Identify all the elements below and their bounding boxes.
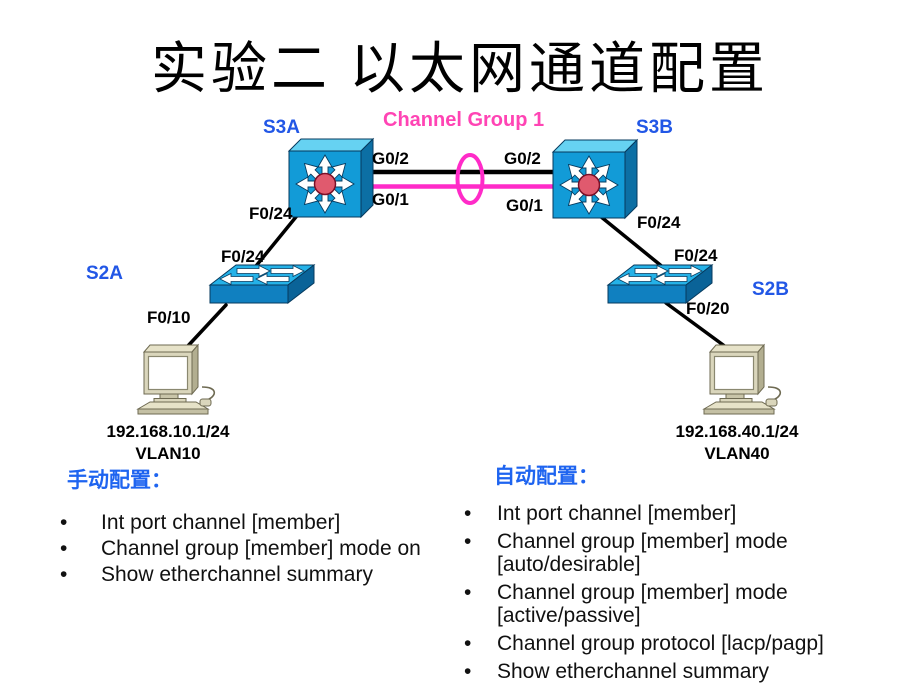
list-item: Channel group [member] mode [active/pass… [464,581,867,627]
list-item: Show etherchannel summary [464,660,867,683]
port-label-s2a-f010: F0/10 [147,308,191,327]
host-ip-left: 192.168.10.1/24 [106,422,230,441]
port-label-s3b-g01: G0/1 [506,196,543,215]
list-item: Int port channel [member] [464,502,867,525]
etherchannel-ellipse [455,153,485,205]
port-label-s3a-g01: G0/1 [372,190,409,209]
bullet-dot [464,660,497,683]
pc-icon-right [700,342,782,422]
bullet-dot [464,530,497,576]
port-label-s2b-f020: F0/20 [686,299,730,318]
port-label-s3a-g02: G0/2 [372,149,409,168]
bullet-dot [464,502,497,525]
host-vlan-right: VLAN40 [704,444,770,463]
slide-title: 实验二 以太网通道配置 [151,39,769,101]
mouse [199,398,212,407]
manual-config-header: 手动配置： [67,469,172,492]
bullet-dot [464,581,497,627]
bullet-dot [60,563,101,586]
host-ip-right: 192.168.40.1/24 [675,422,799,441]
node-label-s3b: S3B [636,117,673,138]
mouse-cable [201,386,216,401]
port-label-s3a-f024: F0/24 [249,204,293,223]
port-label-s3b-g02: G0/2 [504,149,541,168]
list-item-text: Channel group protocol [lacp/pagp] [497,632,824,655]
list-item-text: Channel group [member] mode on [101,537,421,560]
port-label-s2b-f024: F0/24 [674,246,718,265]
layer3-switch-icon-s3a [286,136,376,222]
node-label-s2a: S2A [86,263,123,284]
layer3-switch-icon-s3b [550,137,640,223]
link-line-s3b-s2b [598,214,666,270]
host-vlan-left: VLAN10 [135,444,201,463]
bullet-dot [464,632,497,655]
channel-group-label: Channel Group 1 [383,109,545,131]
list-item: Int port channel [member] [60,511,480,534]
mouse-cable [767,386,782,401]
bullet-dot [60,537,101,560]
workgroup-switch-icon-s2a [208,258,316,308]
list-item: Channel group protocol [lacp/pagp] [464,632,867,655]
list-item-text: Int port channel [member] [497,502,737,525]
list-item: Show etherchannel summary [60,563,480,586]
list-item: Channel group [member] mode [auto/desira… [464,530,867,576]
list-item-text: Int port channel [member] [101,511,341,534]
node-label-s3a: S3A [263,117,300,138]
list-item-text: Show etherchannel summary [497,660,769,683]
port-label-s3b-f024: F0/24 [637,213,681,232]
list-item: Channel group [member] mode on [60,537,480,560]
port-label-s2a-f024: F0/24 [221,247,265,266]
workgroup-switch-icon-s2b [606,258,714,308]
bullet-dot [60,511,101,534]
link-line-s3a-s2a [254,210,302,268]
auto-config-header: 自动配置： [494,465,599,488]
list-item-text: Show etherchannel summary [101,563,373,586]
mouse [765,398,778,407]
link-line-s2a-pc1 [184,303,228,350]
node-label-s2b: S2B [752,279,789,300]
list-item-text: Channel group [member] mode [active/pass… [497,581,788,627]
auto-config-list: Int port channel [member] Channel group … [464,502,867,688]
link-line-s2b-pc2 [664,301,732,352]
manual-config-list: Int port channel [member] Channel group … [60,511,480,589]
pc-icon-left [134,342,216,422]
list-item-text: Channel group [member] mode [auto/desira… [497,530,788,576]
